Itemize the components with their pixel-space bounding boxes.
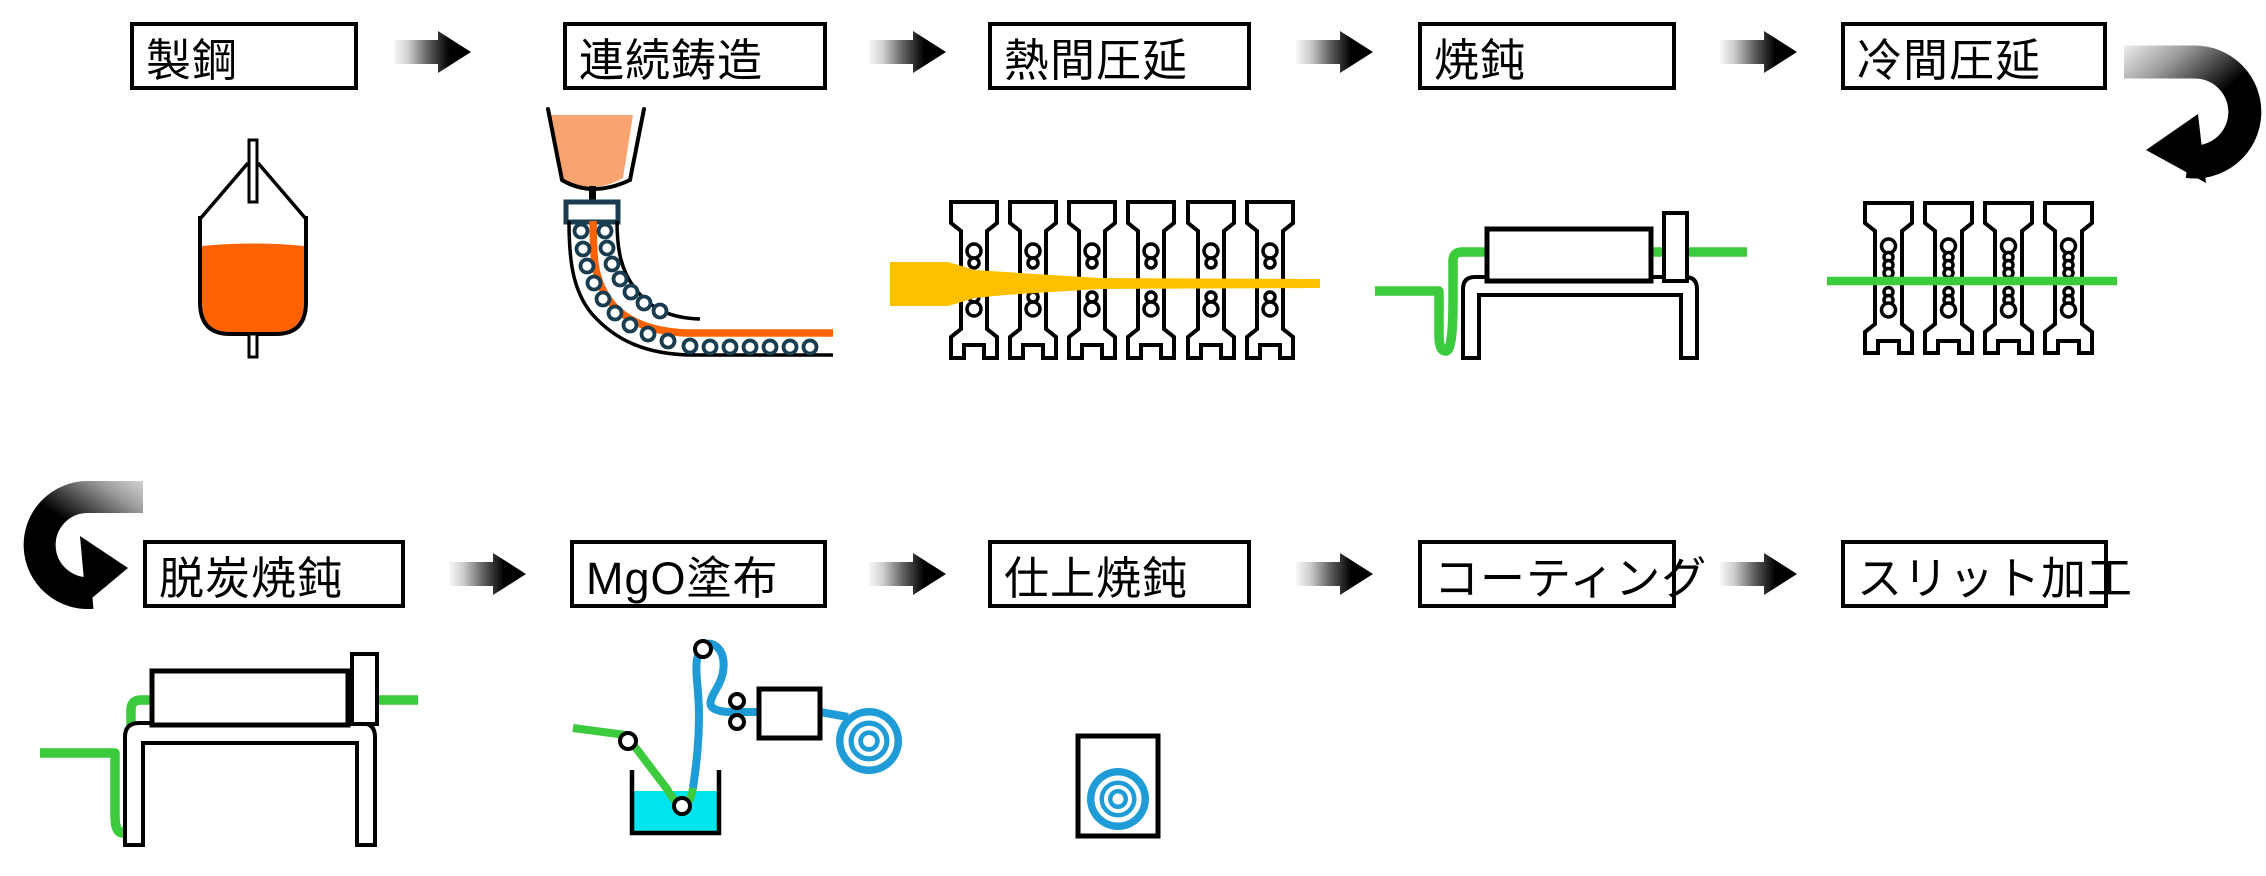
- dip-tank: [629, 770, 722, 836]
- tundish-steel: [551, 115, 633, 187]
- loop-arrow-row1-end-icon: [2124, 45, 2262, 183]
- step-box-finish-annealing: 仕上焼鈍: [988, 540, 1251, 608]
- hot-rolling-mill-icon: [890, 200, 1320, 360]
- step-box-hot-rolling: 熱間圧延: [988, 22, 1251, 90]
- caster-rollers: [572, 222, 819, 356]
- loop-arrow-row2-start-icon: [23, 480, 143, 609]
- flow-arrow-row1-2: [869, 31, 946, 73]
- step-box-annealing: 焼鈍: [1418, 22, 1676, 90]
- step-box-steelmaking: 製鋼: [130, 22, 358, 90]
- step-label: 冷間圧延: [1857, 34, 2042, 86]
- coil: [1087, 768, 1149, 830]
- flow-arrow-row1-1: [394, 31, 471, 73]
- step-box-coating: コーティング: [1418, 540, 1706, 608]
- cold-rolling-mill-icon: [1827, 201, 2117, 355]
- furnace-chimney: [1662, 211, 1689, 283]
- step-label: 連続鋳造: [579, 34, 764, 86]
- step-label: コーティング: [1434, 552, 1708, 604]
- coated-blue-strip: [689, 639, 758, 789]
- strip-to-coil: [819, 708, 849, 721]
- step-box-slitting: スリット加工: [1841, 540, 2132, 608]
- step-label: スリット加工: [1857, 552, 2134, 604]
- step-label: 焼鈍: [1434, 34, 1527, 86]
- annealing-furnace-icon: [1375, 211, 1747, 360]
- steel-ladle-icon: [198, 138, 308, 359]
- flow-arrow-row2-4: [1720, 553, 1797, 595]
- flow-arrow-row1-3: [1296, 31, 1373, 73]
- pinch-roller-upper: [728, 692, 746, 710]
- coated-coil: [836, 708, 902, 774]
- step-label: 脱炭焼鈍: [159, 552, 344, 604]
- strip-through-furnace: [1375, 247, 1747, 356]
- step-box-cold-rolling: 冷間圧延: [1841, 22, 2107, 90]
- hot-strip: [890, 262, 1320, 306]
- step-label: 熱間圧延: [1004, 34, 1189, 86]
- furnace-chimney: [350, 652, 379, 726]
- flow-arrow-row2-1: [449, 553, 526, 595]
- pinch-roller-lower: [728, 713, 746, 731]
- decarburization-annealing-furnace-icon: [40, 652, 418, 847]
- molten-steel-fill: [202, 243, 304, 332]
- furnace-body: [1484, 226, 1654, 284]
- step-label: 仕上焼鈍: [1004, 552, 1189, 604]
- caster-mold: [563, 199, 621, 225]
- step-box-decarburization-annealing: 脱炭焼鈍: [143, 540, 405, 608]
- step-box-continuous-casting: 連続鋳造: [563, 22, 827, 90]
- furnace-stand: [1461, 275, 1699, 360]
- top-roller: [693, 639, 713, 659]
- flow-arrow-row2-2: [869, 553, 946, 595]
- continuous-caster-icon: [546, 107, 833, 357]
- step-box-mgo-coating: MgO塗布: [570, 540, 827, 608]
- flow-arrow-row2-3: [1296, 553, 1373, 595]
- deflector-roller: [618, 731, 638, 751]
- dryer-box: [756, 686, 823, 741]
- sink-roller: [672, 796, 692, 816]
- furnace-stand: [123, 721, 377, 847]
- mgo-coating-line-icon: [572, 639, 902, 836]
- step-label: MgO塗布: [586, 552, 779, 604]
- step-label: 製鋼: [146, 34, 239, 86]
- finish-annealing-coil-icon: [1075, 733, 1161, 839]
- flow-arrow-row1-4: [1720, 31, 1797, 73]
- furnace-body: [149, 668, 351, 728]
